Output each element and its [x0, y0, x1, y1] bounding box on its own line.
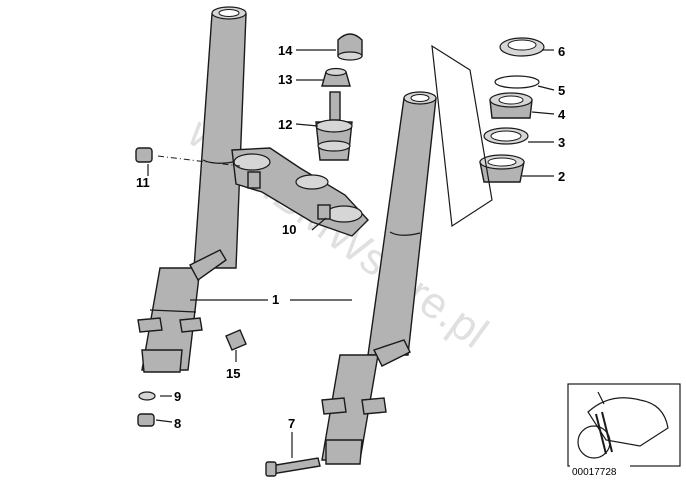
callout-5: 5: [558, 83, 565, 98]
assembly-guide-box: [431, 44, 493, 228]
reference-code: 00017728: [572, 467, 617, 478]
bearing-ring-6[interactable]: [499, 37, 545, 57]
seal-ring-3[interactable]: [483, 127, 529, 145]
callout-1: 1: [272, 292, 279, 307]
callout-8: 8: [174, 416, 181, 431]
axle-bolt-7[interactable]: [265, 457, 321, 477]
right-fork-leg[interactable]: [321, 91, 437, 465]
callout-4: 4: [558, 107, 566, 122]
steering-stem[interactable]: [315, 91, 353, 161]
callout-3: 3: [558, 135, 565, 150]
lower-triple-clamp[interactable]: [231, 147, 369, 237]
bearing-4[interactable]: [489, 92, 533, 119]
left-fork-leg[interactable]: [137, 6, 247, 373]
callout-6: 6: [558, 44, 565, 59]
bolt-8[interactable]: [137, 413, 155, 427]
callout-10: 10: [282, 222, 296, 237]
stem-cap[interactable]: [337, 33, 363, 61]
circlip-5[interactable]: [494, 75, 540, 89]
bolt-15[interactable]: [225, 329, 247, 351]
motorcycle-thumbnail-icon: [577, 391, 669, 459]
stem-nut[interactable]: [321, 67, 351, 87]
callout-11: 11: [136, 175, 150, 190]
callout-13: 13: [278, 72, 292, 87]
washer-9[interactable]: [138, 391, 156, 401]
callout-2: 2: [558, 169, 565, 184]
leader-lines: [147, 49, 555, 458]
callout-9: 9: [174, 389, 181, 404]
callout-14: 14: [278, 43, 293, 58]
bolt-11[interactable]: [135, 147, 153, 163]
callout-15: 15: [226, 366, 240, 381]
callout-7: 7: [288, 416, 295, 431]
callout-12: 12: [278, 117, 292, 132]
motorcycle-thumbnail[interactable]: 00017728: [567, 383, 681, 478]
bearing-race-2[interactable]: [479, 154, 525, 183]
